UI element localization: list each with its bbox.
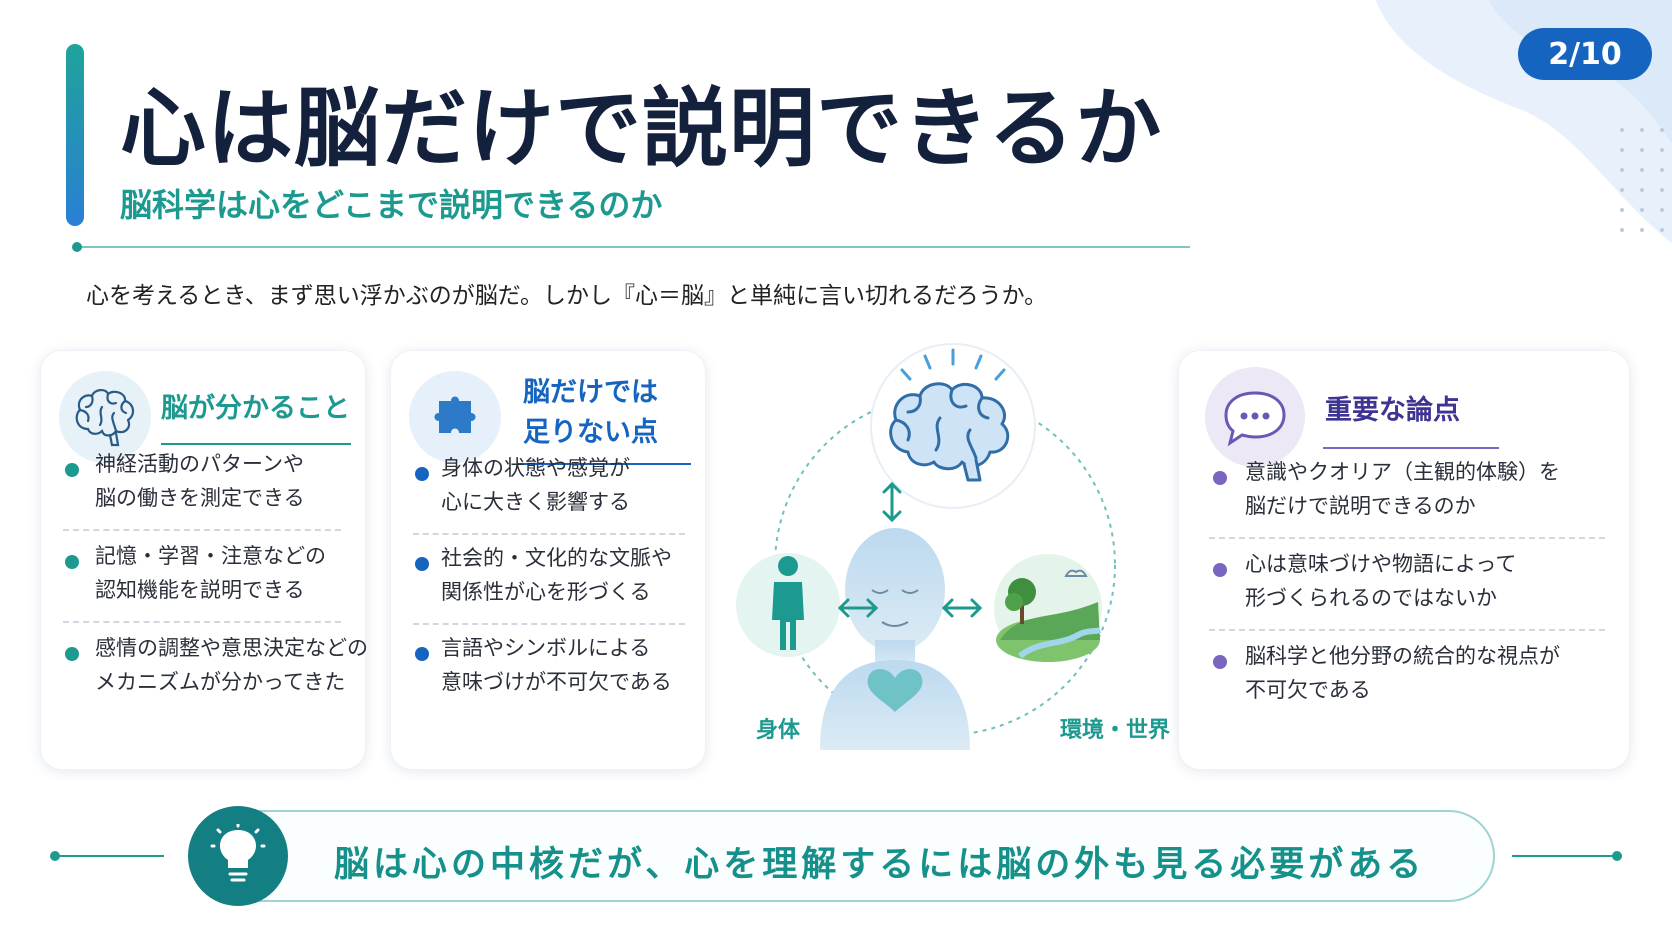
heading-underline (1323, 447, 1499, 449)
brain-large-icon (889, 382, 1010, 482)
landscape-icon (996, 569, 1102, 662)
brain-radiant-icon (900, 348, 1006, 381)
item-divider (63, 621, 341, 623)
lightbulb-icon (188, 806, 288, 906)
heading-underline (517, 463, 691, 465)
list-item: 心は意味づけや物語によって形づくられるのではないか (1245, 552, 1517, 610)
person-icon (772, 556, 804, 650)
page-title: 心は脳だけで説明できるか (120, 79, 1163, 179)
card-heading-known: 脳が分かること (161, 393, 350, 424)
card-heading-points: 重要な論点 (1325, 395, 1460, 426)
bullet-dot (415, 647, 429, 661)
card-brain-limits: 脳だけでは 足りない点 身体の状態や感覚が心に大きく影響する 社会的・文化的な文… (390, 350, 706, 770)
item-divider (413, 533, 685, 535)
conclusion-dot-left (50, 851, 60, 861)
page-subtitle: 脳科学は心をどこまで説明できるのか (120, 186, 663, 224)
environment-label: 環境・世界 (1060, 718, 1171, 743)
horizontal-arrow-left-icon (837, 598, 879, 618)
bullet-dot (65, 647, 79, 661)
conclusion-dot-right (1612, 851, 1622, 861)
mind-diagram (736, 343, 1116, 750)
list-item: 社会的・文化的な文脈や関係性が心を形づくる (441, 546, 672, 604)
list-item: 脳科学と他分野の統合的な視点が不可欠である (1245, 644, 1560, 702)
card-heading-lacking: 脳だけでは 足りない点 (523, 377, 658, 448)
conclusion-line-right (1512, 855, 1622, 857)
bullet-dot (65, 555, 79, 569)
bullet-dot (415, 557, 429, 571)
subtitle-divider-dot (72, 242, 82, 252)
list-item: 身体の状態や感覚が心に大きく影響する (441, 456, 630, 514)
list-item: 意識やクオリア（主観的体験）を脳だけで説明できるのか (1245, 460, 1560, 518)
page-number-badge: 2/10 (1518, 28, 1652, 80)
horizontal-arrow-right-icon (941, 598, 983, 618)
bullet-dot (1213, 655, 1227, 669)
bullet-dot (1213, 471, 1227, 485)
heart-icon (867, 669, 923, 712)
bullet-dot (1213, 563, 1227, 577)
bullet-dot (65, 463, 79, 477)
card-brain-knowns: 脳が分かること 神経活動のパターンや脳の働きを測定できる 記憶・学習・注意などの… (40, 350, 368, 770)
item-divider (1209, 629, 1605, 631)
conclusion-line-left (54, 855, 164, 857)
conclusion-text: 脳は心の中核だが、心を理解するには脳の外も見る必要がある (334, 845, 1426, 885)
puzzle-icon (409, 371, 501, 463)
bullet-dot (415, 467, 429, 481)
lead-text: 心を考えるとき、まず思い浮かぶのが脳だ。しかし『心＝脳』と単純に言い切れるだろう… (86, 283, 1048, 309)
list-item: 言語やシンボルによる意味づけが不可欠である (441, 636, 672, 694)
item-divider (63, 529, 341, 531)
heading-underline (161, 443, 351, 445)
subtitle-divider (76, 246, 1190, 248)
vertical-arrow-icon (882, 481, 902, 523)
speech-bubble-icon (1205, 367, 1305, 467)
body-label: 身体 (756, 718, 801, 743)
title-accent-bar (66, 44, 84, 226)
card-key-points: 重要な論点 意識やクオリア（主観的体験）を脳だけで説明できるのか 心は意味づけや… (1178, 350, 1630, 770)
list-item: 感情の調整や意思決定などのメカニズムが分かってきた (95, 636, 368, 694)
conclusion-banner (190, 810, 1495, 902)
item-divider (1209, 537, 1605, 539)
item-divider (413, 623, 685, 625)
list-item: 記憶・学習・注意などの認知機能を説明できる (95, 544, 326, 602)
person-silhouette (820, 528, 970, 750)
brain-icon (59, 371, 151, 463)
list-item: 神経活動のパターンや脳の働きを測定できる (95, 452, 305, 510)
